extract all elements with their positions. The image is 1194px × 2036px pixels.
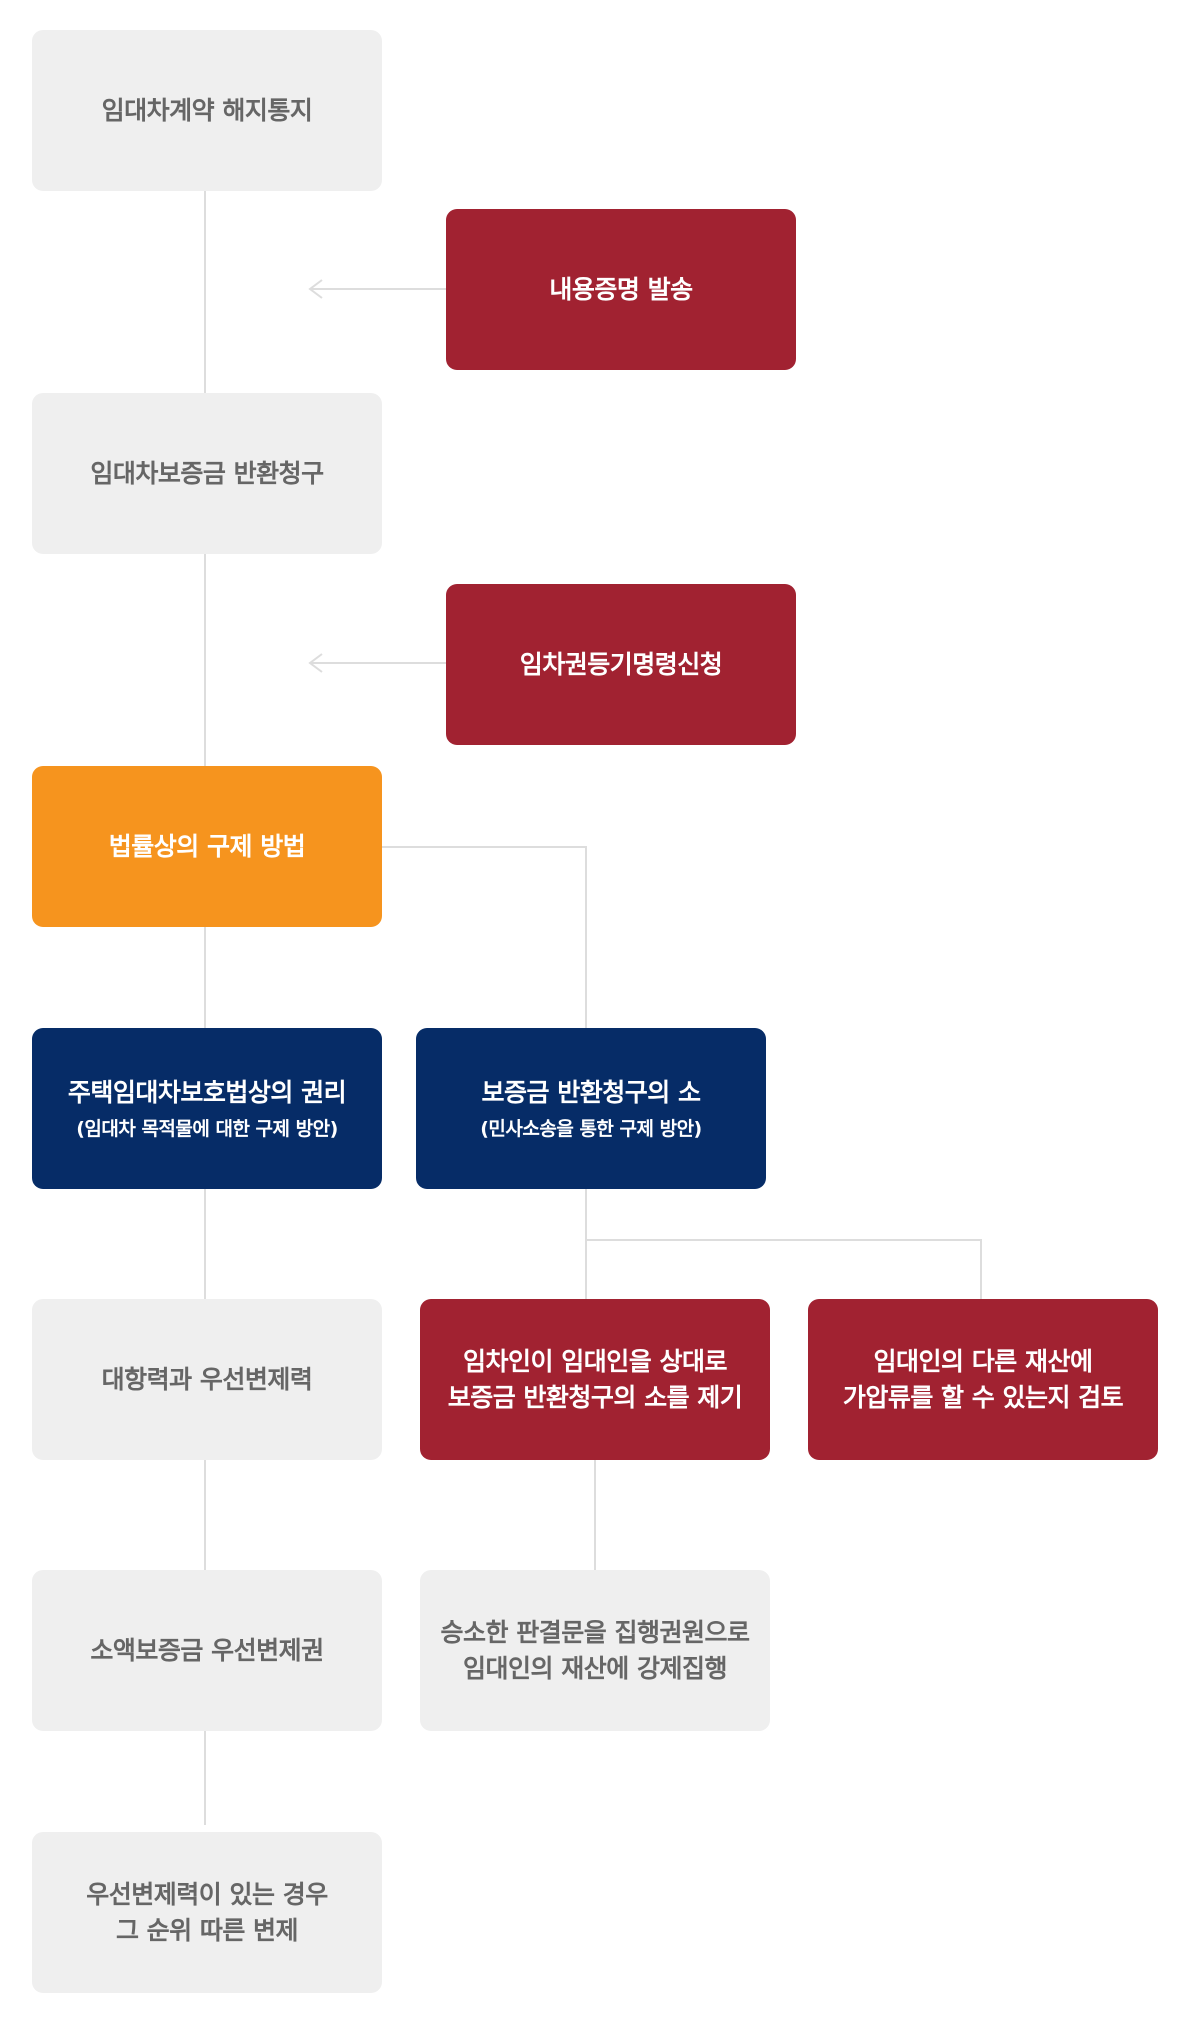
node-deposit-claim: 임대차보증금 반환청구 bbox=[32, 393, 382, 554]
node-provisional-seizure-line2: 가압류를 할 수 있는지 검토 bbox=[842, 1382, 1124, 1412]
node-legal-remedies: 법률상의 구제 방법 bbox=[32, 766, 382, 927]
arrow-head-certified-mail bbox=[308, 279, 323, 299]
node-housing-act-rights: 주택임대차보호법상의 권리 (임대차 목적물에 대한 구제 방안) bbox=[32, 1028, 382, 1189]
node-priority-order: 우선변제력이 있는 경우 그 순위 따른 변제 bbox=[32, 1832, 382, 1993]
node-tenant-sues-line2: 보증금 반환청구의 소를 제기 bbox=[447, 1382, 743, 1412]
node-priority-order-line2: 그 순위 따른 변제 bbox=[115, 1915, 299, 1945]
node-opposing-power: 대항력과 우선변제력 bbox=[32, 1299, 382, 1460]
node-provisional-seizure: 임대인의 다른 재산에 가압류를 할 수 있는지 검토 bbox=[808, 1299, 1158, 1460]
node-deposit-lawsuit-subtitle: (민사소송을 통한 구제 방안) bbox=[480, 1117, 702, 1140]
node-certified-mail: 내용증명 발송 bbox=[446, 209, 796, 370]
node-lease-registration: 임차권등기명령신청 bbox=[446, 584, 796, 745]
node-priority-order-line1: 우선변제력이 있는 경우 bbox=[86, 1879, 328, 1909]
node-deposit-lawsuit: 보증금 반환청구의 소 (민사소송을 통한 구제 방안) bbox=[416, 1028, 766, 1189]
node-small-deposit-priority: 소액보증금 우선변제권 bbox=[32, 1570, 382, 1731]
node-compulsory-execution-line2: 임대인의 재산에 강제집행 bbox=[463, 1653, 727, 1683]
node-legal-remedies-label: 법률상의 구제 방법 bbox=[108, 831, 306, 861]
node-deposit-lawsuit-title: 보증금 반환청구의 소 bbox=[481, 1077, 701, 1107]
connector-lawsuit-branches bbox=[586, 1239, 982, 1299]
node-termination-notice-label: 임대차계약 해지통지 bbox=[101, 95, 313, 125]
node-housing-act-rights-title: 주택임대차보호법상의 권리 bbox=[67, 1077, 347, 1107]
node-termination-notice: 임대차계약 해지통지 bbox=[32, 30, 382, 191]
node-deposit-claim-label: 임대차보증금 반환청구 bbox=[90, 458, 324, 488]
node-certified-mail-label: 내용증명 발송 bbox=[549, 274, 693, 304]
node-lease-registration-label: 임차권등기명령신청 bbox=[519, 649, 723, 679]
connector-remedies-to-lawsuit bbox=[380, 846, 587, 1028]
node-tenant-sues-line1: 임차인이 임대인을 상대로 bbox=[463, 1346, 727, 1376]
node-compulsory-execution: 승소한 판결문을 집행권원으로 임대인의 재산에 강제집행 bbox=[420, 1570, 770, 1731]
node-tenant-sues: 임차인이 임대인을 상대로 보증금 반환청구의 소를 제기 bbox=[420, 1299, 770, 1460]
node-small-deposit-priority-label: 소액보증금 우선변제권 bbox=[90, 1635, 324, 1665]
node-opposing-power-label: 대항력과 우선변제력 bbox=[101, 1364, 313, 1394]
node-compulsory-execution-line1: 승소한 판결문을 집행권원으로 bbox=[440, 1617, 750, 1647]
arrow-head-lease-registration bbox=[308, 653, 323, 673]
node-housing-act-rights-subtitle: (임대차 목적물에 대한 구제 방안) bbox=[76, 1117, 338, 1140]
node-provisional-seizure-line1: 임대인의 다른 재산에 bbox=[873, 1346, 1093, 1376]
